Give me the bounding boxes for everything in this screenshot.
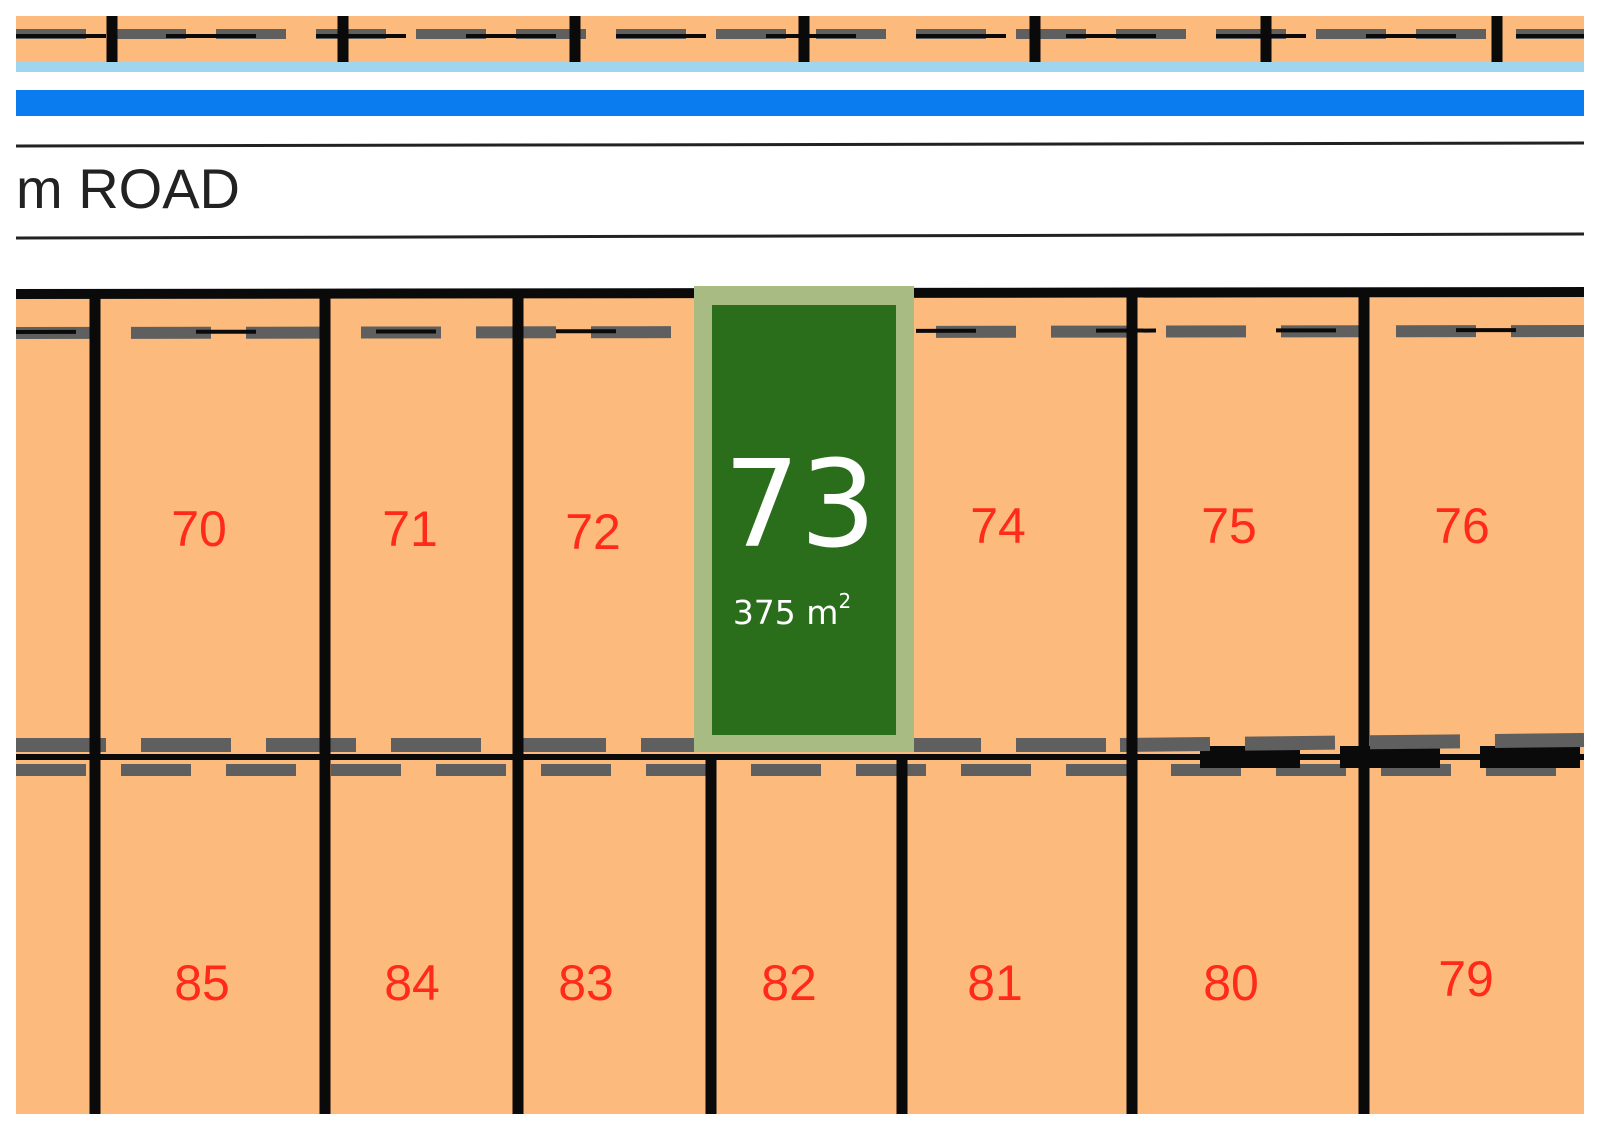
lot-label[interactable]: 79	[1438, 951, 1494, 1007]
road-name-label: m ROAD	[16, 157, 240, 220]
top-lot-strip	[16, 16, 1584, 62]
lot-label[interactable]: 76	[1434, 498, 1490, 554]
lot-label[interactable]: 70	[171, 501, 227, 557]
lot-label[interactable]: 83	[558, 955, 614, 1011]
waterway	[15, 62, 1585, 148]
top-row-lot-labels: 70 71 72 74 75 76	[171, 498, 1490, 560]
highlighted-lot-area: 375 m2	[733, 589, 851, 632]
bottom-row-lot-labels: 85 84 83 82 81 80 79	[174, 951, 1494, 1011]
highlighted-lot[interactable]: 73 375 m2	[694, 286, 914, 752]
lot-label[interactable]: 84	[384, 955, 440, 1011]
lot-label[interactable]: 75	[1201, 498, 1257, 554]
highlighted-lot-number: 73	[724, 436, 877, 575]
road: m ROAD	[15, 157, 1585, 240]
lot-label[interactable]: 80	[1203, 955, 1259, 1011]
lot-label[interactable]: 71	[382, 501, 438, 557]
lot-label[interactable]: 72	[565, 504, 621, 560]
highlighted-lot-area-exponent: 2	[838, 589, 851, 613]
highlighted-lot-area-value: 375 m	[733, 593, 839, 632]
lot-label[interactable]: 74	[970, 498, 1026, 554]
highlighted-lot-fill	[712, 305, 896, 735]
lot-label[interactable]: 81	[967, 955, 1023, 1011]
lot-label[interactable]: 85	[174, 955, 230, 1011]
lot-label[interactable]: 82	[761, 955, 817, 1011]
